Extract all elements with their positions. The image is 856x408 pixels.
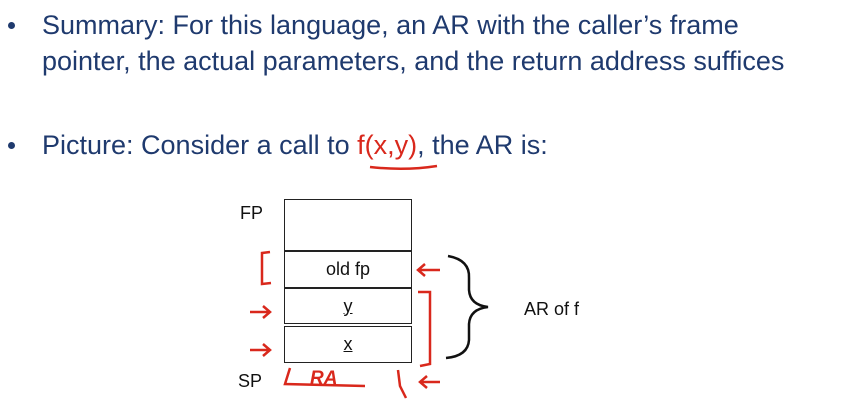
picture-suffix: , the AR is: [417, 130, 548, 160]
arrow-x [250, 343, 272, 357]
arrow-y [250, 305, 272, 319]
picture-prefix: Picture: Consider a call to [42, 130, 358, 160]
frame-cell-old-fp: old fp [284, 251, 412, 288]
ra-label: RA [310, 368, 337, 389]
summary-line-1: Summary: For this language, an AR with t… [42, 10, 739, 40]
arrow-ra [418, 375, 440, 389]
fp-label: FP [240, 203, 264, 223]
frame-cell-y: y [284, 288, 412, 324]
frame-cell-empty [284, 199, 412, 251]
control-link-bracket [418, 290, 432, 368]
bracket-old-fp [260, 250, 272, 286]
call-underline [369, 164, 438, 171]
sp-label: SP [238, 371, 263, 391]
ra-bracket [283, 367, 408, 399]
bullet-dot [8, 142, 15, 149]
frame-cell-x: x [284, 326, 412, 363]
arrow-old-fp [416, 263, 440, 277]
ar-of-f-label: AR of f [524, 299, 580, 319]
picture-line: Picture: Consider a call to f(x,y), the … [42, 128, 548, 162]
summary-line-2: pointer, the actual parameters, and the … [42, 46, 785, 76]
brace [445, 254, 489, 360]
bullet-dot [8, 22, 15, 29]
call-expression: f(x,y) [357, 130, 418, 160]
